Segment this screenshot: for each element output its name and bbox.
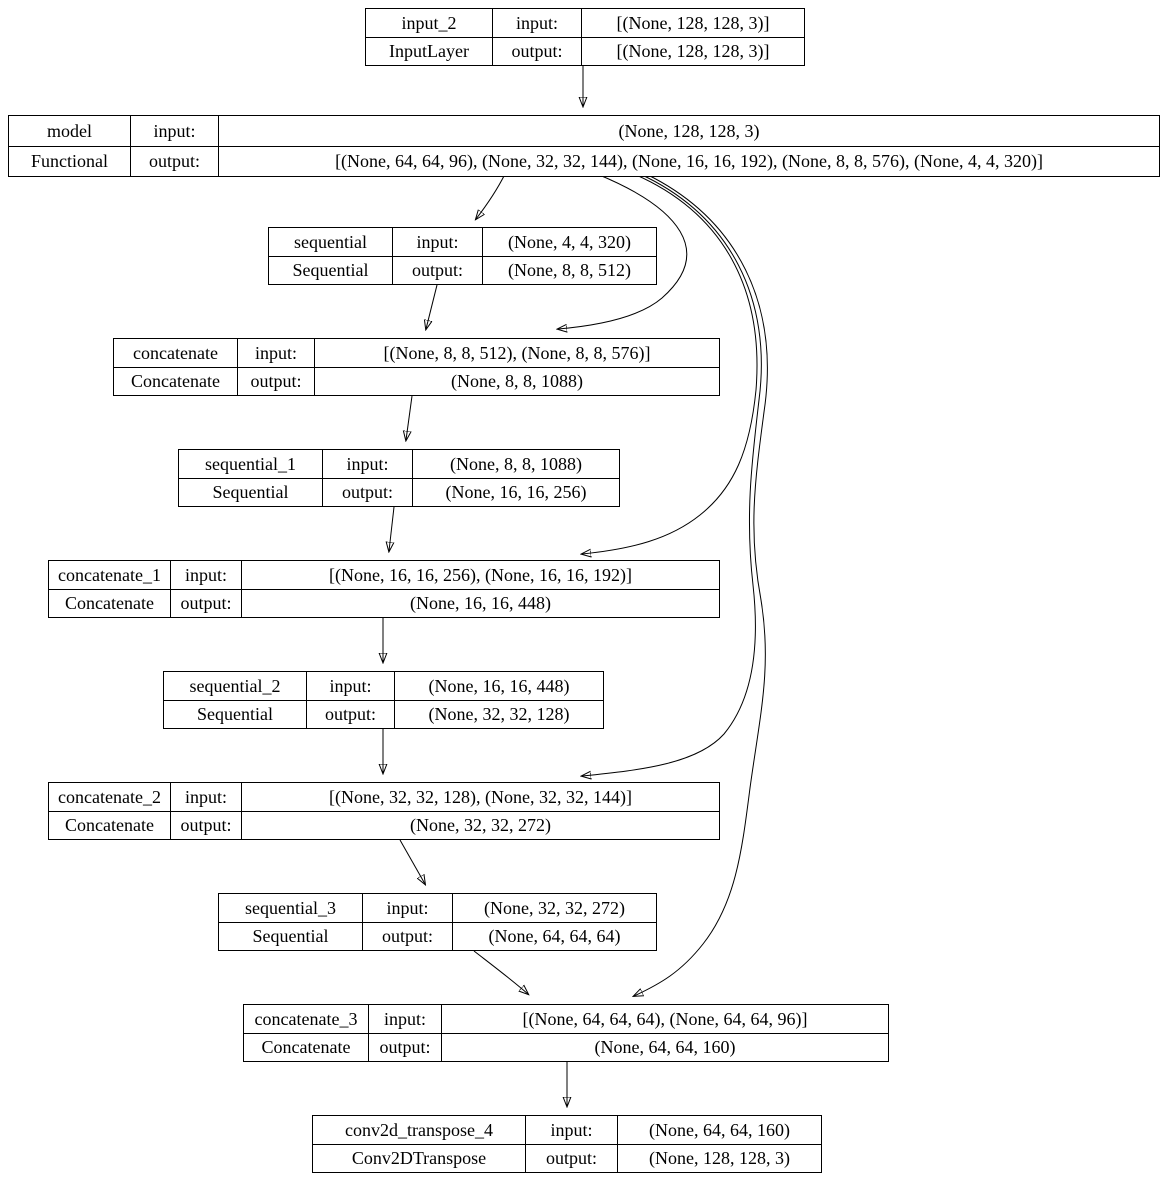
input-label: input:: [322, 450, 412, 478]
input-shape: [(None, 8, 8, 512), (None, 8, 8, 576)]: [314, 339, 719, 367]
input-label: input:: [368, 1005, 441, 1033]
input-label: input:: [492, 9, 581, 37]
layer-type: Functional: [9, 146, 130, 176]
output-label: output:: [362, 922, 452, 950]
input-shape: (None, 128, 128, 3): [218, 116, 1159, 146]
input-label: input:: [306, 672, 394, 700]
layer-type: Concatenate: [49, 811, 170, 839]
layer-name: concatenate_1: [58, 564, 161, 585]
input-shape: (None, 64, 64, 160): [617, 1116, 821, 1144]
output-shape: (None, 16, 16, 256): [412, 478, 619, 506]
node-concatenate_1: concatenate_1 input: [(None, 16, 16, 256…: [48, 560, 720, 618]
output-label: output:: [368, 1033, 441, 1061]
output-shape: (None, 16, 16, 448): [241, 589, 719, 617]
layer-type: Concatenate: [244, 1033, 368, 1061]
layer-type: Conv2DTranspose: [313, 1144, 525, 1172]
output-label: output:: [170, 589, 241, 617]
output-label: output:: [392, 256, 482, 284]
layer-type: Concatenate: [49, 589, 170, 617]
input-label: input:: [170, 561, 241, 589]
layer-type: Sequential: [179, 478, 322, 506]
node-sequential: sequential input: (None, 4, 4, 320) Sequ…: [268, 227, 657, 285]
input-label: input:: [525, 1116, 617, 1144]
layer-type: Sequential: [219, 922, 362, 950]
edge-concatenate-sequential_1: [406, 395, 413, 440]
layer-name: model: [47, 120, 92, 141]
output-label: output:: [130, 146, 218, 176]
node-conv2d_transpose_4: conv2d_transpose_4 input: (None, 64, 64,…: [312, 1115, 822, 1173]
node-model: model input: (None, 128, 128, 3) Functio…: [8, 115, 1160, 177]
edge-concatenate_2-sequential_3: [399, 839, 425, 884]
output-label: output:: [237, 367, 314, 395]
input-shape: [(None, 16, 16, 256), (None, 16, 16, 192…: [241, 561, 719, 589]
input-shape: [(None, 32, 32, 128), (None, 32, 32, 144…: [241, 783, 719, 811]
input-label: input:: [362, 894, 452, 922]
output-shape: [(None, 128, 128, 3)]: [581, 37, 804, 65]
output-label: output:: [492, 37, 581, 65]
input-shape: [(None, 128, 128, 3)]: [581, 9, 804, 37]
node-sequential_2: sequential_2 input: (None, 16, 16, 448) …: [163, 671, 604, 729]
layer-name: sequential: [294, 231, 367, 252]
input-shape: (None, 8, 8, 1088): [412, 450, 619, 478]
layer-type: InputLayer: [366, 37, 492, 65]
output-label: output:: [170, 811, 241, 839]
output-shape: (None, 128, 128, 3): [617, 1144, 821, 1172]
output-shape: (None, 32, 32, 272): [241, 811, 719, 839]
layer-name: concatenate_3: [254, 1008, 358, 1029]
output-shape: (None, 64, 64, 160): [441, 1033, 888, 1061]
node-sequential_1: sequential_1 input: (None, 8, 8, 1088) S…: [178, 449, 620, 507]
input-label: input:: [170, 783, 241, 811]
input-label: input:: [237, 339, 314, 367]
output-shape: (None, 8, 8, 1088): [314, 367, 719, 395]
input-shape: (None, 32, 32, 272): [452, 894, 656, 922]
output-shape: [(None, 64, 64, 96), (None, 32, 32, 144)…: [218, 146, 1159, 176]
node-concatenate: concatenate input: [(None, 8, 8, 512), (…: [113, 338, 720, 396]
node-input_2: input_2 input: [(None, 128, 128, 3)] Inp…: [365, 8, 805, 66]
layer-name: sequential_2: [189, 675, 281, 696]
input-shape: (None, 4, 4, 320): [482, 228, 656, 256]
layer-name: sequential_3: [245, 897, 336, 918]
node-concatenate_3: concatenate_3 input: [(None, 64, 64, 64)…: [243, 1004, 889, 1062]
node-concatenate_2: concatenate_2 input: [(None, 32, 32, 128…: [48, 782, 720, 840]
layer-name: sequential_1: [205, 453, 296, 474]
input-shape: (None, 16, 16, 448): [394, 672, 603, 700]
output-label: output:: [306, 700, 394, 728]
input-shape: [(None, 64, 64, 64), (None, 64, 64, 96)]: [441, 1005, 888, 1033]
layer-name: conv2d_transpose_4: [345, 1119, 493, 1140]
layer-name: input_2: [401, 12, 457, 33]
output-shape: (None, 8, 8, 512): [482, 256, 656, 284]
output-label: output:: [322, 478, 412, 506]
edge-sequential_3-concatenate_3: [473, 950, 528, 994]
node-sequential_3: sequential_3 input: (None, 32, 32, 272) …: [218, 893, 657, 951]
output-label: output:: [525, 1144, 617, 1172]
layer-type: Sequential: [164, 700, 306, 728]
edge-sequential_1-concatenate_1: [389, 506, 395, 551]
layer-name: concatenate_2: [58, 786, 161, 807]
layer-name: concatenate: [133, 342, 218, 363]
edge-sequential-concatenate: [426, 284, 438, 329]
input-label: input:: [130, 116, 218, 146]
edge-model-sequential: [476, 173, 506, 219]
output-shape: (None, 32, 32, 128): [394, 700, 603, 728]
layer-type: Sequential: [269, 256, 392, 284]
output-shape: (None, 64, 64, 64): [452, 922, 656, 950]
layer-type: Concatenate: [114, 367, 237, 395]
input-label: input:: [392, 228, 482, 256]
